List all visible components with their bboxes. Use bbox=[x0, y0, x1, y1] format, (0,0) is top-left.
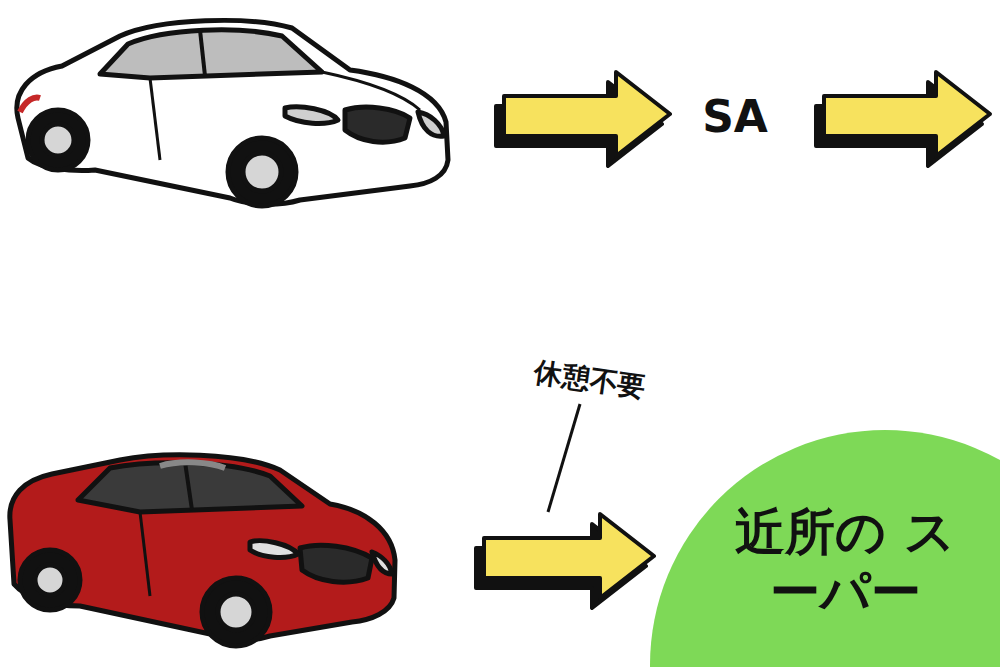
red-car bbox=[10, 455, 395, 646]
stop-label: SA bbox=[702, 91, 768, 142]
circle-shape bbox=[650, 430, 1000, 667]
destination-circle: 近所の スーパー bbox=[650, 430, 1000, 667]
callout-label: 休憩不要 bbox=[532, 353, 648, 406]
destination-text: 近所の スーパー bbox=[725, 502, 965, 622]
white-car bbox=[17, 20, 448, 206]
leader-line bbox=[548, 404, 580, 512]
